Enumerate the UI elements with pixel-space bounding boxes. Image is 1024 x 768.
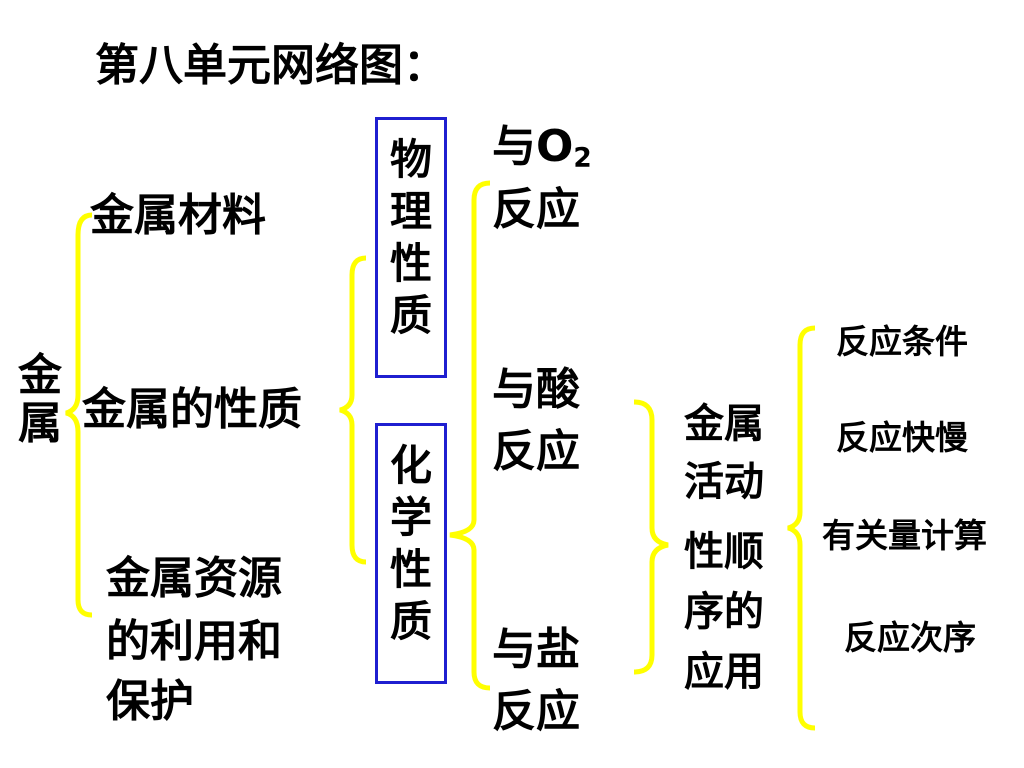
application-reaction-speed: 反应快慢 (836, 418, 968, 457)
application-reaction-order: 反应次序 (844, 618, 976, 657)
oxygen-subscript: 2 (573, 142, 592, 174)
physical-properties-box (375, 117, 447, 378)
application-reaction-conditions: 反应条件 (836, 322, 968, 361)
physical-properties-label: 物理性质 (389, 135, 432, 340)
activity-series-line-3: 性顺 (684, 529, 764, 575)
root-node-metal: 金属 (18, 350, 62, 450)
chemical-properties-box (375, 423, 447, 684)
oxygen-reaction-line-2: 反应 (492, 184, 580, 235)
activity-series-line-1: 金属 (684, 401, 764, 447)
salt-reaction-line-2: 反应 (492, 686, 580, 737)
node-metal-materials: 金属材料 (90, 190, 266, 241)
oxygen-reaction-line-1: 与O2 (492, 121, 592, 174)
activity-series-line-5: 应用 (684, 649, 764, 695)
node-metal-properties: 金属的性质 (82, 384, 302, 435)
applications-bracket (787, 325, 816, 731)
application-quantity-calculation: 有关量计算 (822, 516, 987, 555)
activity-series-line-4: 序的 (684, 589, 764, 635)
salt-reaction-line-1: 与盐 (492, 624, 580, 675)
node-resources-line-1: 金属资源 (106, 553, 282, 604)
activity-open-bracket (633, 399, 669, 675)
node-resources-line-3: 保护 (106, 676, 194, 727)
chemical-bracket (449, 180, 491, 691)
oxygen-reaction-prefix: 与O (492, 121, 574, 172)
acid-reaction-line-1: 与酸 (492, 364, 580, 415)
node-resources-line-2: 的利用和 (106, 616, 282, 667)
properties-bracket (339, 255, 367, 565)
root-bracket (65, 212, 93, 618)
page-title: 第八单元网络图： (95, 40, 447, 91)
acid-reaction-line-2: 反应 (492, 426, 580, 477)
activity-series-line-2: 活动 (684, 459, 764, 505)
chemical-properties-label: 化学性质 (389, 441, 432, 646)
